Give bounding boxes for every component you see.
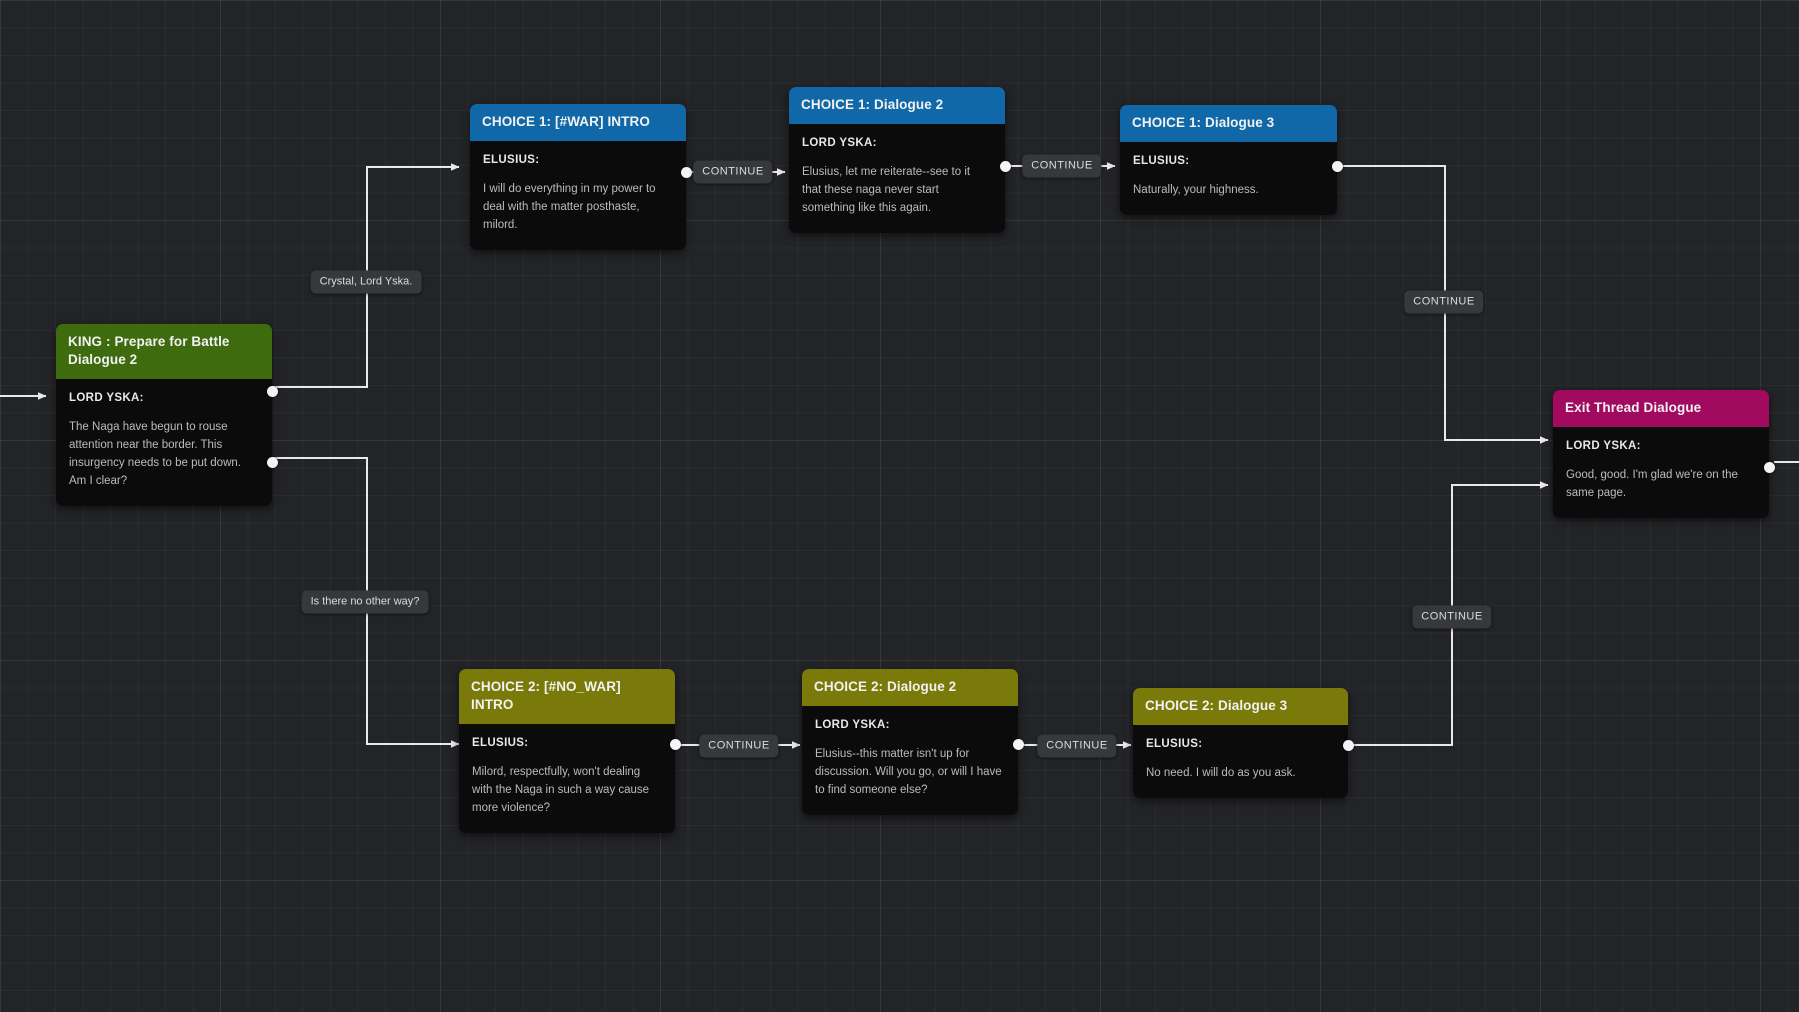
node-body: ELUSIUS: I will do everything in my powe… [470, 141, 686, 250]
node-line: The Naga have begun to rouse attention n… [69, 421, 241, 487]
edge-label-continue-1[interactable]: CONTINUE [693, 160, 773, 184]
output-port-continue[interactable] [681, 167, 692, 178]
output-port-continue[interactable] [1343, 740, 1354, 751]
node-line: Elusius, let me reiterate--see to it tha… [802, 166, 971, 214]
node-choice2-intro[interactable]: CHOICE 2: [#NO_WAR] INTRO ELUSIUS: Milor… [459, 669, 681, 833]
node-choice1-intro[interactable]: CHOICE 1: [#WAR] INTRO ELUSIUS: I will d… [470, 104, 692, 250]
output-port-continue[interactable] [670, 739, 681, 750]
edge-label-continue-3[interactable]: CONTINUE [1404, 290, 1484, 314]
node-speaker: ELUSIUS: [472, 737, 529, 750]
node-header: KING : Prepare for Battle Dialogue 2 [56, 324, 272, 380]
output-port-continue[interactable] [1000, 161, 1011, 172]
node-body: LORD YSKA: Elusius--this matter isn't up… [802, 706, 1018, 815]
node-body: ELUSIUS: No need. I will do as you ask. [1133, 725, 1348, 799]
node-body: ELUSIUS: Milord, respectfully, won't dea… [459, 724, 675, 833]
node-speaker: LORD YSKA: [802, 137, 877, 150]
node-speaker: LORD YSKA: [815, 719, 890, 732]
node-line: Naturally, your highness. [1133, 184, 1259, 197]
output-port-continue[interactable] [1332, 161, 1343, 172]
node-header: CHOICE 1: Dialogue 2 [789, 87, 1005, 125]
node-choice2-dialogue3[interactable]: CHOICE 2: Dialogue 3 ELUSIUS: No need. I… [1133, 688, 1354, 799]
node-speaker: LORD YSKA: [69, 392, 144, 405]
node-speaker: LORD YSKA: [1566, 440, 1641, 453]
node-line: No need. I will do as you ask. [1146, 767, 1296, 780]
node-body: LORD YSKA: Elusius, let me reiterate--se… [789, 124, 1005, 233]
node-line: I will do everything in my power to deal… [483, 183, 656, 231]
node-choice1-dialogue2[interactable]: CHOICE 1: Dialogue 2 LORD YSKA: Elusius,… [789, 87, 1011, 233]
edge-label-continue-5[interactable]: CONTINUE [1037, 734, 1117, 758]
output-port-choice-1[interactable] [267, 386, 278, 397]
node-king-prepare[interactable]: KING : Prepare for Battle Dialogue 2 LOR… [56, 324, 278, 506]
edge-label-choice-2[interactable]: Is there no other way? [301, 590, 429, 614]
node-body: LORD YSKA: The Naga have begun to rouse … [56, 379, 272, 506]
node-header: CHOICE 2: [#NO_WAR] INTRO [459, 669, 675, 725]
edge-label-continue-6[interactable]: CONTINUE [1412, 605, 1492, 629]
node-choice2-dialogue2[interactable]: CHOICE 2: Dialogue 2 LORD YSKA: Elusius-… [802, 669, 1024, 815]
output-port-continue[interactable] [1013, 739, 1024, 750]
output-port-exit[interactable] [1764, 462, 1775, 473]
node-speaker: ELUSIUS: [483, 154, 540, 167]
node-speaker: ELUSIUS: [1133, 155, 1190, 168]
node-header: CHOICE 1: Dialogue 3 [1120, 105, 1337, 143]
output-port-choice-2[interactable] [267, 457, 278, 468]
node-choice1-dialogue3[interactable]: CHOICE 1: Dialogue 3 ELUSIUS: Naturally,… [1120, 105, 1343, 216]
edge-label-continue-4[interactable]: CONTINUE [699, 734, 779, 758]
node-line: Good, good. I'm glad we're on the same p… [1566, 469, 1738, 500]
node-line: Milord, respectfully, won't dealing with… [472, 766, 650, 815]
node-header: CHOICE 1: [#WAR] INTRO [470, 104, 686, 142]
node-speaker: ELUSIUS: [1146, 738, 1203, 751]
node-header: CHOICE 2: Dialogue 2 [802, 669, 1018, 707]
node-header: Exit Thread Dialogue [1553, 390, 1769, 428]
node-exit-thread[interactable]: Exit Thread Dialogue LORD YSKA: Good, go… [1553, 390, 1775, 518]
edge-label-continue-2[interactable]: CONTINUE [1022, 154, 1102, 178]
node-header: CHOICE 2: Dialogue 3 [1133, 688, 1348, 726]
node-body: LORD YSKA: Good, good. I'm glad we're on… [1553, 427, 1769, 518]
node-body: ELUSIUS: Naturally, your highness. [1120, 142, 1337, 216]
node-line: Elusius--this matter isn't up for discus… [815, 748, 1002, 796]
edge-label-choice-1[interactable]: Crystal, Lord Yska. [310, 270, 422, 294]
